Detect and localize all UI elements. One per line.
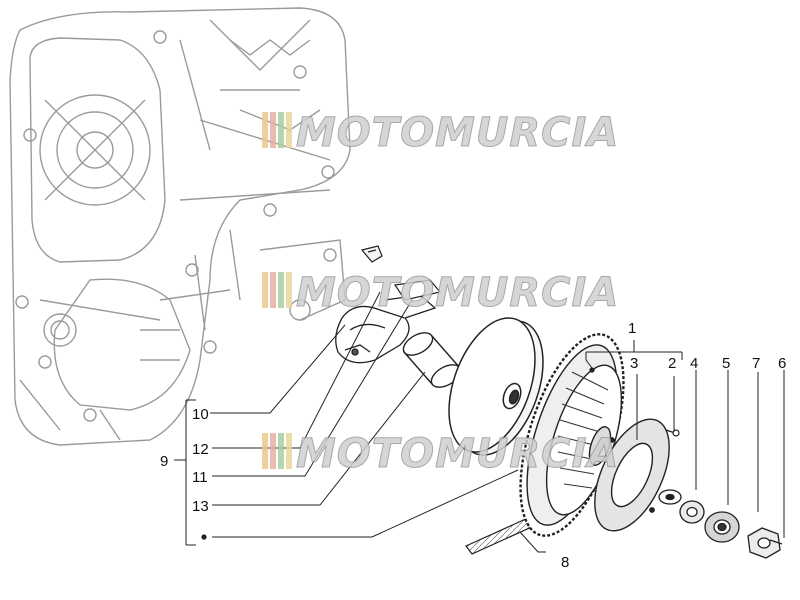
part-12-clip [360,245,383,263]
watermark-1: MOTOMURCIA [262,110,619,157]
callout-10: 10 [192,406,209,423]
callout-3: 3 [630,355,638,372]
part-7-cup-washer [704,511,740,543]
watermark-3: MOTOMURCIA [262,431,619,478]
watermark-3-text: MOTOMURCIA [296,431,619,477]
callout-4: 4 [690,355,698,372]
pulley-half [448,317,544,456]
callout-8: 8 [561,554,569,571]
part-4-washer [658,489,682,505]
watermark-2: MOTOMURCIA [262,270,619,317]
callout-13: 13 [192,498,209,515]
reference-dot-9 [201,534,207,540]
callout-11: 11 [192,469,208,486]
watermark-2-text: MOTOMURCIA [296,270,619,316]
callout-labels: 1 2 3 4 5 6 7 8 9 10 11 12 13 [160,320,786,571]
part-3-plate [594,418,670,532]
callout-6: 6 [778,355,786,372]
engine-crankcase [9,7,351,446]
part-10-slider-bracket [335,294,437,364]
part-5-washer [679,500,705,524]
watermark-1-text: MOTOMURCIA [296,110,619,156]
callout-7: 7 [752,355,760,372]
callout-5: 5 [722,355,730,372]
part-6-nut [747,527,783,559]
callout-2: 2 [668,355,676,372]
fan-blades [557,371,609,489]
callout-12: 12 [192,441,209,458]
reference-dot-1 [589,367,595,373]
part-1-variator-fan [519,333,625,537]
part-11-ramp-plate [393,279,442,301]
callout-9: 9 [160,453,168,470]
leader-lines [174,291,785,553]
callout-1: 1 [628,320,636,337]
